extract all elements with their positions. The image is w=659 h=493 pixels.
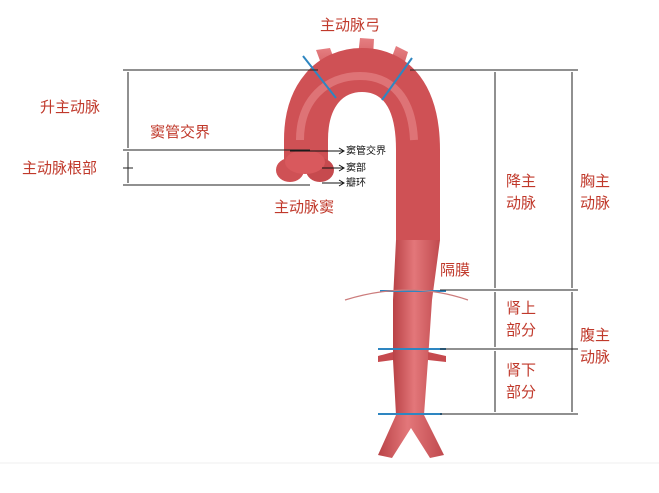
- marker-arch-left: [302, 55, 337, 99]
- label-stj-left: 窦管交界: [150, 123, 210, 141]
- label-rpa: rPA: [342, 100, 368, 119]
- annotation-annulus: 瓣环: [346, 177, 366, 189]
- renal-branch-left: [378, 352, 393, 362]
- label-infrarenal-line1: 肾下: [506, 361, 536, 379]
- annotation-sinus-part: 窦部: [346, 161, 366, 174]
- right-guides: [410, 69, 578, 415]
- diaphragm-curve: [344, 289, 469, 301]
- descending-aorta: [393, 240, 440, 415]
- aorta-arch-highlight: [296, 71, 418, 141]
- label-ascending-aorta: 升主动脉: [40, 98, 100, 116]
- iliac-bifurcation: [378, 415, 444, 458]
- label-thoracic-line1: 胸主: [580, 172, 610, 190]
- label-thoracic-line2: 动脉: [580, 194, 610, 212]
- renal-branch-right: [428, 352, 446, 362]
- label-diaphragm: 隔膜: [440, 261, 470, 279]
- marker-arch-right: [381, 57, 413, 101]
- label-aortic-sinus: 主动脉窦: [274, 198, 334, 216]
- aorta-vessel: [276, 38, 446, 458]
- label-descending-line2: 动脉: [506, 194, 536, 212]
- aortic-sinus-center: [285, 150, 325, 174]
- label-suprarenal-line2: 部分: [506, 321, 536, 339]
- label-descending-line1: 降主: [506, 172, 536, 190]
- annotation-pointers: [290, 147, 345, 187]
- label-aortic-arch: 主动脉弓: [320, 16, 380, 34]
- annotation-stj: 窦管交界: [346, 144, 386, 157]
- label-abdominal-line1: 腹主: [580, 326, 610, 344]
- label-aortic-root: 主动脉根部: [22, 159, 97, 177]
- label-suprarenal-line1: 肾上: [506, 299, 536, 317]
- label-infrarenal-line2: 部分: [506, 383, 536, 401]
- label-abdominal-line2: 动脉: [580, 348, 610, 366]
- left-guides: [123, 69, 318, 186]
